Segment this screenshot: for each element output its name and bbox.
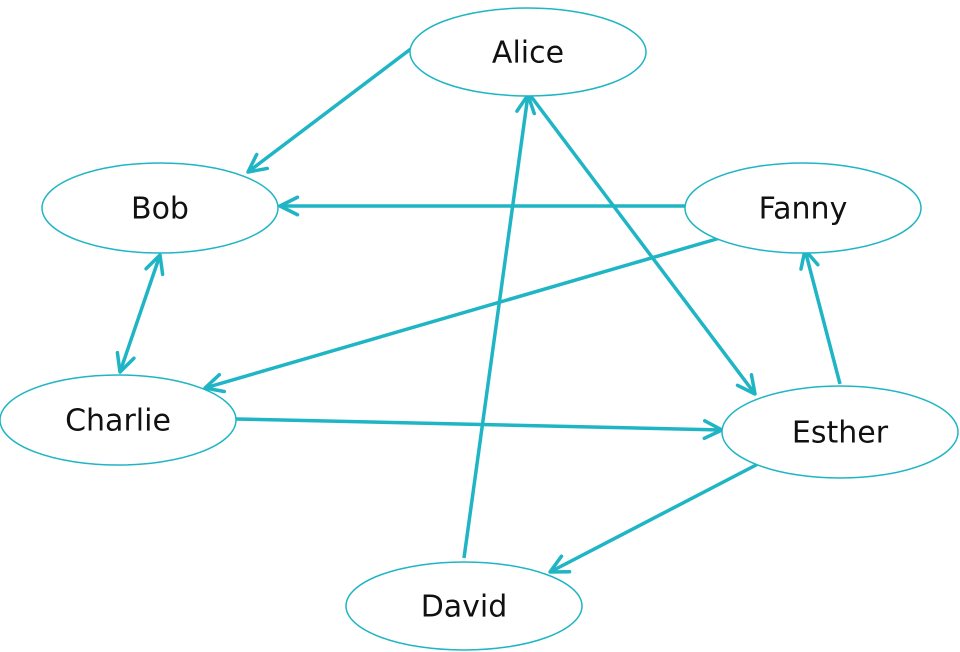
node-ellipse <box>345 561 583 651</box>
node-esther: Esther <box>721 385 959 479</box>
node-ellipse <box>41 162 279 254</box>
node-label: Esther <box>792 416 889 451</box>
node-fanny: Fanny <box>684 162 922 254</box>
edge-esther-to-fanny <box>799 248 842 385</box>
edge-david-to-alice <box>462 93 537 559</box>
edge-charlie-to-esther <box>235 417 724 441</box>
node-label: Charlie <box>65 404 171 439</box>
node-alice: Alice <box>409 7 647 97</box>
node-ellipse <box>721 385 959 479</box>
node-charlie: Charlie <box>0 374 237 466</box>
node-label: David <box>421 590 508 625</box>
node-ellipse <box>684 162 922 254</box>
node-ellipse <box>0 374 237 466</box>
edge-fanny-to-charlie <box>203 236 721 394</box>
node-ellipse <box>409 7 647 97</box>
edge-alice-to-esther <box>528 93 757 396</box>
node-bob: Bob <box>41 162 279 254</box>
node-david: David <box>345 561 583 651</box>
node-label: Fanny <box>759 192 848 227</box>
edge-bob-to-charlie <box>115 253 165 374</box>
edge-esther-to-david <box>548 462 759 574</box>
node-label: Alice <box>492 36 564 71</box>
node-label: Bob <box>131 192 189 227</box>
edge-alice-to-bob <box>246 46 414 174</box>
